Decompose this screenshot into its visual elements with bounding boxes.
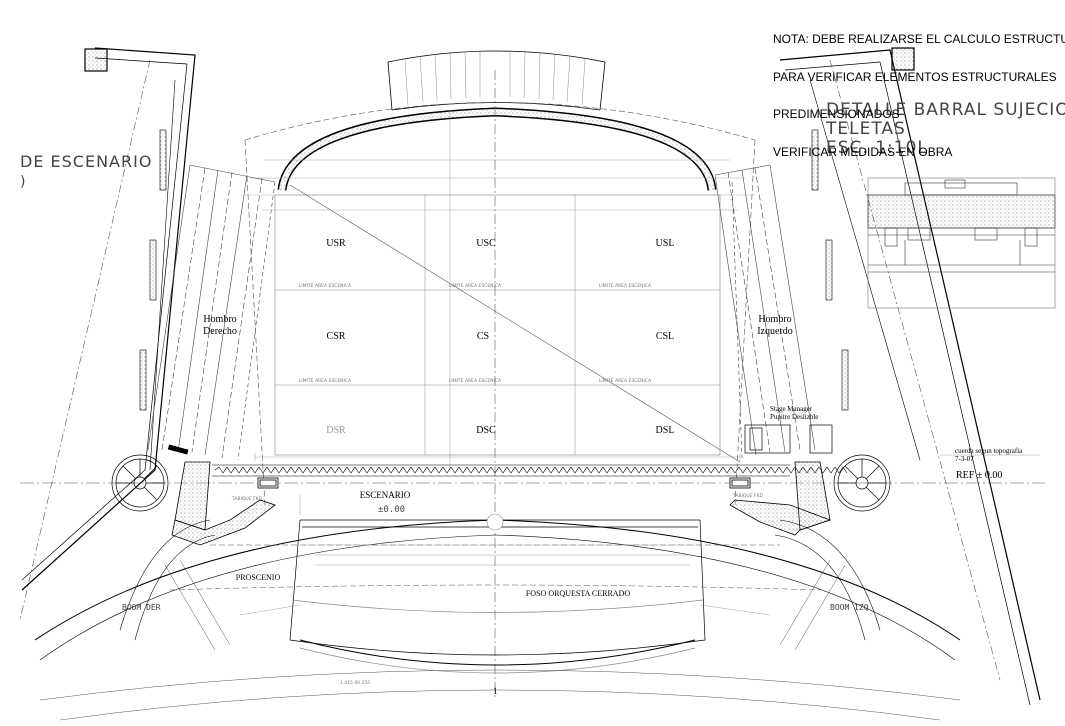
right-wing-bands (714, 164, 816, 459)
note-line-4: VERIFICAR MEDIDAS EN OBRA (773, 144, 953, 159)
detail-title-line3: ESC. 1:10L (826, 138, 928, 158)
outer-walls (21, 47, 1041, 706)
proscenium-walls (171, 461, 832, 546)
boom-izq-label: BOOM IZQ (830, 603, 869, 612)
zone-dsc: DSC (476, 425, 496, 436)
left-title-fragment-2: ) (20, 174, 26, 190)
cuerda-label-2: 7-3-07 (955, 455, 974, 463)
wing-left-label-1: Hombro (758, 314, 791, 325)
wing-fixture-left (167, 444, 189, 455)
note-line-3: PREDIMENSIONADOS (773, 107, 900, 121)
dimension-lines (239, 453, 1040, 616)
zone-usc: USC (476, 238, 496, 249)
zone-csr: CSR (327, 331, 346, 342)
axis-marker (486, 513, 504, 531)
ref-label: REF ± 0.00 (956, 470, 1002, 481)
limite-label-1: LIMITE AREA ESCENICA (299, 283, 352, 289)
axis-number: 1 (493, 686, 498, 696)
zone-usr: USR (326, 238, 346, 249)
diagonal-sightline (289, 184, 741, 463)
limite-label-4: LIMITE AREA ESCENICA (299, 378, 352, 384)
cuerda-label-1: cuerda segun topografia (955, 447, 1023, 455)
boom-lines (164, 559, 846, 651)
detail-title-line1: DETALLE BARRAL SUJECION (826, 100, 1065, 120)
zone-csl: CSL (656, 331, 674, 342)
level-label: ±0.00 (378, 505, 405, 515)
detail-title-line2: TELETAS (825, 119, 906, 139)
proscenio-label: PROSCENIO (236, 573, 281, 582)
zone-dsr: DSR (326, 425, 346, 436)
left-wing-bands (147, 164, 276, 461)
main-curtain (212, 464, 848, 477)
spiral-stair-left (111, 454, 169, 512)
left-title-fragment: DE ESCENARIO (20, 152, 152, 171)
tabique-left-label: TABIQUE FKD (231, 496, 263, 502)
wing-right-label-1: Hombro (203, 314, 236, 325)
detail-drawing (867, 177, 1056, 309)
stage-manager-label-2: Pupitre Deslizble (770, 413, 818, 421)
structural-note: NOTA: DEBE REALIZARSE EL CALCULO ESTRUCT… (773, 8, 1065, 171)
note-line-1: NOTA: DEBE REALIZARSE EL CALCULO ESTRUCT… (773, 32, 1065, 46)
limite-label-2: LIMITE AREA ESCENICA (449, 283, 502, 289)
stage-manager-label-1: Stage Manager (770, 405, 813, 413)
wall-columns (139, 129, 849, 411)
limite-label-5: LIMITE AREA ESCENICA (449, 378, 502, 384)
wall-axes (19, 59, 1001, 681)
cyclorama-arc (277, 107, 717, 191)
escenario-label: ESCENARIO (360, 490, 411, 500)
stage-grid (245, 159, 755, 456)
limite-label-3: LIMITE AREA ESCENICA (599, 283, 652, 289)
tabique-right-label: TABIQUE FKD (732, 493, 764, 499)
zone-usl: USL (656, 238, 675, 249)
wing-right-label-2: Derecho (203, 326, 237, 337)
stage-manager-desk (744, 424, 833, 454)
limite-label-6: LIMITE AREA ESCENICA (599, 378, 652, 384)
wing-left-label-2: Izquerdo (757, 326, 793, 337)
note-line-2: PARA VERIFICAR ELEMENTOS ESTRUCTURALES (773, 69, 1057, 84)
foso-label: FOSO ORQUESTA CERRADO (526, 589, 630, 598)
orchestra-pit (289, 519, 706, 674)
upstage-fan (244, 50, 756, 506)
zone-dsl: DSL (656, 425, 675, 436)
zone-cs: CS (477, 331, 489, 342)
bottom-dimension: 1 415 00 255 (340, 680, 370, 686)
boom-der-label: BOOM DER (122, 603, 161, 612)
spiral-stair-right (833, 454, 891, 512)
